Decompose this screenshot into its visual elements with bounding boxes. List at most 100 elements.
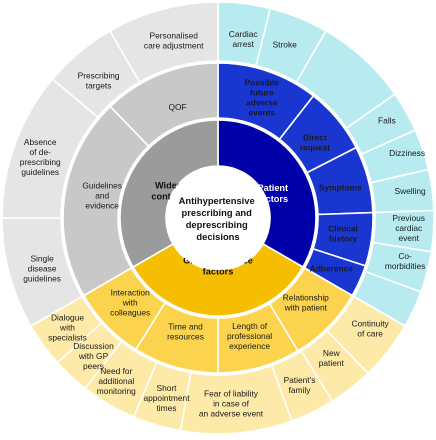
factor-label-wider-line: evidence xyxy=(85,201,119,211)
factor-label-patient-line: events xyxy=(249,108,276,118)
detail-label-patient-line: Cardiac xyxy=(229,29,258,39)
detail-label-patient: Co-morbidities xyxy=(385,251,426,271)
detail-label-wider-line: Single xyxy=(30,253,54,263)
center-hub: Antihypertensive prescribing and depresc… xyxy=(166,166,270,270)
factor-label-patient: Symptoms xyxy=(319,183,362,193)
detail-label-patient-line: Co- xyxy=(398,251,412,261)
detail-label-gp-line: New xyxy=(323,348,341,358)
detail-label-patient-line: cardiac xyxy=(395,223,422,233)
detail-label-gp-line: Patient's xyxy=(284,375,316,385)
label-layer: PatientfactorsGP and practicefactorsWide… xyxy=(20,29,426,419)
center-label-line: decisions xyxy=(196,231,239,242)
factor-label-gp-line: professional xyxy=(227,331,272,341)
detail-label-patient-line: Stroke xyxy=(273,39,298,49)
detail-label-wider-line: care adjustment xyxy=(144,40,204,50)
detail-label-gp-line: Dialogue xyxy=(51,312,84,322)
center-circle xyxy=(166,166,270,270)
factor-label-patient-line: adverse xyxy=(246,98,278,108)
factor-label-wider-line: and xyxy=(95,191,109,201)
detail-label-gp-line: of care xyxy=(357,329,383,339)
detail-segment-wider xyxy=(108,1,219,84)
factor-label-gp-line: colleagues xyxy=(110,308,150,318)
factor-label-gp-line: with patient xyxy=(284,303,328,313)
factor-label-patient-line: Clinical xyxy=(328,223,358,233)
center-label-line: prescribing and xyxy=(182,207,253,218)
factor-label-gp-line: with xyxy=(122,298,138,308)
factor-segment-wider xyxy=(109,62,219,148)
center-label-line: Antihypertensive xyxy=(179,195,255,206)
factor-label-patient-line: request xyxy=(300,142,330,152)
detail-label-gp-line: peers xyxy=(83,361,104,371)
detail-label-wider-line: prescribing xyxy=(20,157,61,167)
detail-label-wider-line: targets xyxy=(86,81,112,91)
factor-label-patient-line: Symptoms xyxy=(319,183,362,193)
detail-label-gp-line: family xyxy=(289,385,312,395)
center-label-line: deprescribing xyxy=(186,219,248,230)
center-label: Antihypertensive prescribing and depresc… xyxy=(179,195,258,242)
detail-label-patient-line: Falls xyxy=(378,116,396,126)
detail-segment-patient-empty xyxy=(352,270,422,328)
detail-label-gp-line: an adverse event xyxy=(199,409,264,419)
detail-label-gp-line: specialists xyxy=(48,332,87,342)
category-label-patient-line: Patient xyxy=(257,183,288,193)
factor-label-gp-line: resources xyxy=(167,331,204,341)
detail-label-gp-line: times xyxy=(156,403,176,413)
factor-label-gp-line: Time and xyxy=(168,321,203,331)
detail-label-patient: Falls xyxy=(378,116,396,126)
detail-label-gp-line: with GP xyxy=(78,351,109,361)
factor-label-patient: Adherence xyxy=(310,263,354,273)
detail-label-wider-line: of de- xyxy=(29,147,51,157)
detail-label-patient-line: Previous xyxy=(392,213,425,223)
factor-label-wider-line: Guidelines xyxy=(82,181,122,191)
detail-label-gp-line: Discussion xyxy=(73,341,114,351)
factor-label-gp-line: Relationship xyxy=(283,293,329,303)
detail-label-gp-line: Fear of liability xyxy=(204,389,259,399)
detail-label-gp-line: with xyxy=(59,322,75,332)
detail-label-wider-line: guidelines xyxy=(21,167,59,177)
category-label-wider-line: context xyxy=(151,192,184,202)
category-label-gp-line: factors xyxy=(203,267,234,277)
category-label-wider-line: Wider xyxy=(155,181,181,191)
detail-label-wider-line: guidelines xyxy=(23,273,61,283)
detail-label-patient: Dizziness xyxy=(389,148,425,158)
detail-label-patient-line: Dizziness xyxy=(389,148,425,158)
detail-label-patient-line: event xyxy=(398,233,419,243)
factor-label-patient-line: Possible xyxy=(245,78,280,88)
detail-label-gp-line: additional xyxy=(98,376,134,386)
factor-label-gp-line: experience xyxy=(229,341,270,351)
detail-label-wider-line: Personalised xyxy=(149,30,198,40)
factor-label-patient-line: Adherence xyxy=(310,263,354,273)
factor-label-gp-line: Length of xyxy=(232,321,268,331)
detail-label-gp-line: monitoring xyxy=(97,386,136,396)
factor-label-gp-line: Interaction xyxy=(111,288,150,298)
factor-label-wider: QOF xyxy=(169,102,187,112)
factor-label-patient-line: Direct xyxy=(303,132,327,142)
detail-label-gp-line: in case of xyxy=(213,399,250,409)
detail-label-patient-line: Swelling xyxy=(394,186,426,196)
detail-label-gp-line: Need for xyxy=(100,366,132,376)
factor-label-patient-line: future xyxy=(250,88,274,98)
